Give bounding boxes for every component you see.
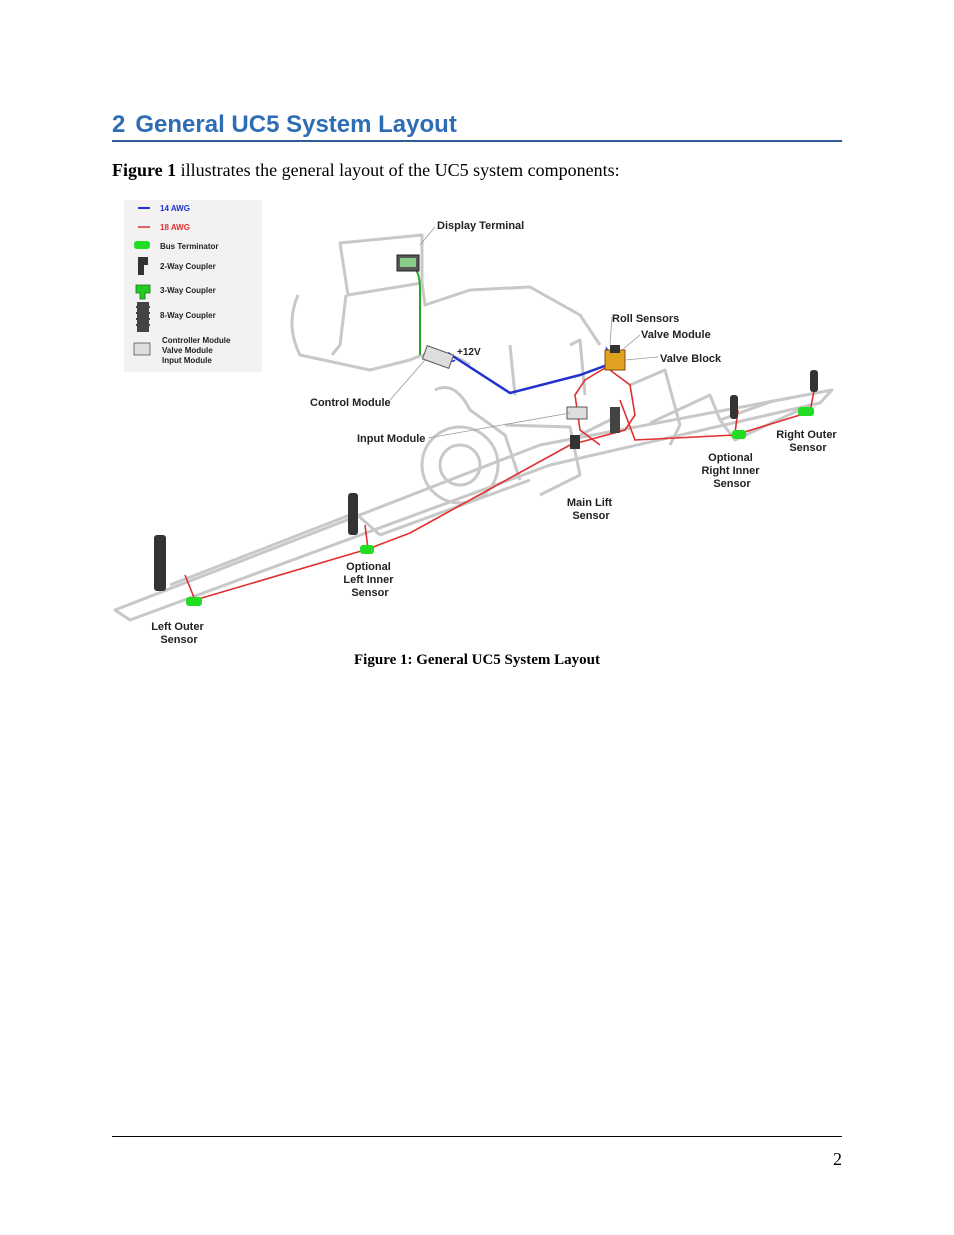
right-outer-sensor-label: Right Outer Sensor	[776, 429, 840, 454]
leader-lines	[389, 226, 659, 439]
legend-bus-terminator-label: Bus Terminator	[160, 242, 219, 251]
input-module-icon	[566, 406, 588, 420]
figure-reference: Figure 1	[112, 160, 177, 180]
bus-terminator-icon	[134, 241, 150, 249]
system-layout-figure: 14 AWG 18 AWG Bus Terminator 2-Way Coupl…	[110, 195, 845, 650]
legend-2way-label: 2-Way Coupler	[160, 262, 216, 271]
legend-14awg-label: 14 AWG	[160, 204, 190, 213]
left-inner-sensor-icon	[348, 493, 358, 535]
control-module-icon	[421, 344, 455, 370]
figure-caption: Figure 1: General UC5 System Layout	[354, 652, 600, 668]
eight-way-coupler-icon	[136, 302, 150, 332]
right-inner-sensor-icon	[730, 395, 738, 419]
eight-way-coupler-marker	[610, 407, 620, 433]
module-icon	[133, 342, 151, 356]
right-outer-terminator	[798, 407, 814, 416]
left-outer-sensor-label: Left Outer Sensor	[151, 621, 207, 646]
right-outer-sensor-icon	[810, 370, 818, 392]
legend-8way-label: 8-Way Coupler	[160, 311, 216, 320]
display-terminal-label: Display Terminal	[437, 220, 524, 232]
section-number: 2	[112, 111, 126, 138]
valve-block-label: Valve Block	[660, 353, 722, 365]
main-lift-sensor-label: Main Lift Sensor	[567, 497, 615, 522]
system-layout-diagram: 14 AWG 18 AWG Bus Terminator 2-Way Coupl…	[113, 200, 840, 646]
legend-input-module-label: Input Module	[162, 356, 212, 365]
roll-sensors-label: Roll Sensors	[612, 313, 679, 325]
optional-right-inner-sensor-label: Optional Right Inner Sensor	[701, 452, 762, 490]
display-screen	[400, 258, 416, 267]
three-way-coupler-icon	[135, 284, 151, 300]
left-inner-terminator	[360, 545, 374, 554]
main-lift-sensor-icon	[570, 435, 580, 449]
left-outer-sensor-icon	[154, 535, 166, 591]
input-module-label: Input Module	[357, 433, 425, 445]
valve-module-label: Valve Module	[641, 329, 711, 341]
boom-outline	[113, 388, 834, 622]
display-cable	[409, 266, 421, 355]
footer-divider	[112, 1136, 842, 1137]
intro-paragraph: Figure 1 illustrates the general layout …	[112, 158, 842, 182]
legend-valve-module-label: Valve Module	[162, 346, 213, 355]
page-number: 2	[833, 1149, 842, 1169]
left-outer-terminator	[186, 597, 202, 606]
roll-sensor-icon	[610, 345, 620, 353]
two-way-coupler-icon	[138, 257, 148, 275]
intro-text: illustrates the general layout of the UC…	[176, 160, 620, 180]
section-title: General UC5 System Layout	[135, 111, 457, 138]
section-heading: 2 General UC5 System Layout	[112, 110, 842, 142]
optional-left-inner-sensor-label: Optional Left Inner Sensor	[343, 561, 396, 599]
plus-12v-label: +12V	[457, 347, 481, 358]
right-inner-terminator	[732, 430, 746, 439]
legend-3way-label: 3-Way Coupler	[160, 286, 216, 295]
legend-controller-module-label: Controller Module	[162, 336, 231, 345]
legend-18awg-label: 18 AWG	[160, 223, 190, 232]
control-module-label: Control Module	[310, 397, 391, 409]
